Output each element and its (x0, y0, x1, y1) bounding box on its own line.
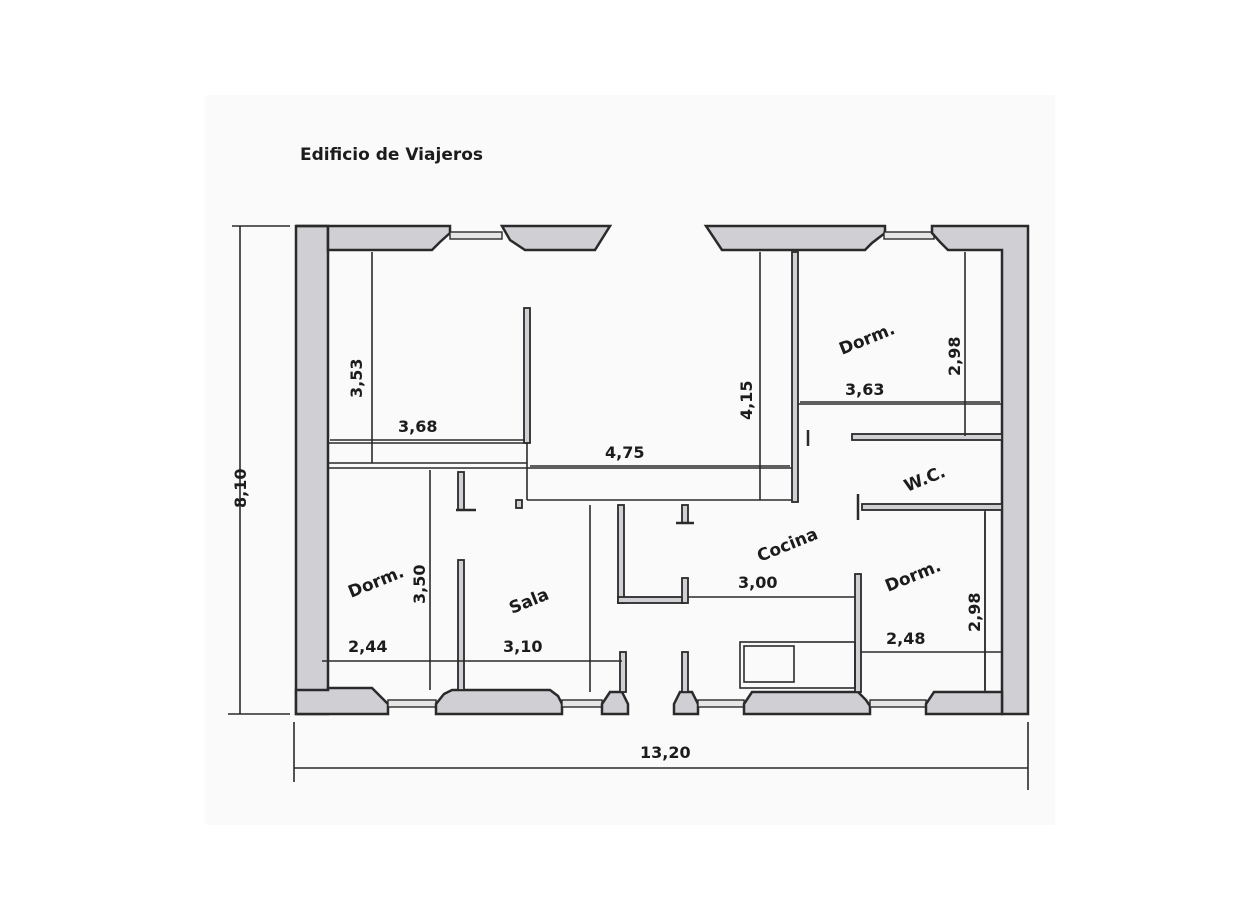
dim-dorm-sw-width: 2,44 (348, 637, 387, 656)
dim-dorm-se-width: 2,48 (886, 629, 925, 648)
dim-nw-room-depth: 3,53 (347, 359, 366, 398)
window (869, 699, 927, 708)
dim-center-width: 4,75 (605, 443, 644, 462)
dim-dorm-ne-width: 3,63 (845, 380, 884, 399)
dim-dorm-sw-depth: 3,50 (410, 565, 429, 604)
dim-dorm-ne-depth: 2,98 (945, 337, 964, 376)
window (883, 231, 935, 240)
dim-center-depth: 4,15 (737, 381, 756, 420)
dimension-labels: 8,10 13,20 3,53 3,68 4,75 4,15 3,63 2,98… (231, 337, 984, 762)
dimension-lines (228, 225, 1029, 790)
room-label-dorm-se: Dorm. (882, 556, 944, 596)
room-label-cocina: Cocina (754, 524, 820, 566)
drawing-title: Edificio de Viajeros (300, 145, 483, 165)
room-label-dorm-ne: Dorm. (836, 319, 898, 359)
dim-sala-width: 3,10 (503, 637, 542, 656)
room-label-dorm-sw: Dorm. (345, 562, 407, 602)
room-label-wc: W.C. (901, 462, 948, 497)
window (561, 699, 603, 708)
window (697, 699, 745, 708)
dim-nw-room-width: 3,68 (398, 417, 437, 436)
dim-cocina-width: 3,00 (738, 573, 777, 592)
window (449, 231, 503, 240)
outer-wall-north-west (296, 224, 613, 252)
outer-wall-west (294, 224, 330, 716)
dim-overall-depth: 8,10 (231, 469, 250, 508)
dim-dorm-se-depth: 2,98 (965, 593, 984, 632)
dim-overall-width: 13,20 (640, 743, 691, 762)
outer-wall-south (294, 686, 1004, 716)
interior-partitions (328, 251, 1003, 693)
outer-wall-north-east (703, 224, 1030, 716)
room-label-sala: Sala (506, 585, 552, 619)
window (387, 699, 437, 708)
